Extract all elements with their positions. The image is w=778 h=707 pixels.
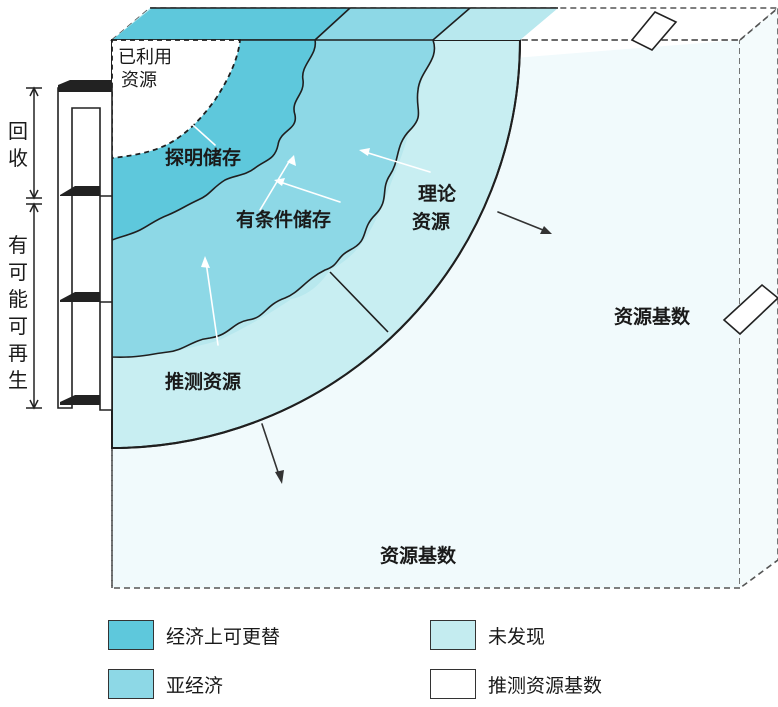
slot-right [722,283,778,336]
legend-label: 推测资源基数 [488,674,603,697]
renewable-char: 生 [8,368,28,392]
label-conditional: 有条件储存 [236,208,331,231]
legend-swatch [430,669,476,699]
recycle-pipes [57,80,113,411]
recycle-char: 收 [8,146,28,170]
resource-regions [111,7,558,450]
side-brackets [26,86,42,410]
renewable-char: 能 [8,287,28,311]
legend-swatch [108,620,154,650]
side-label-renewable: 有 可 能 可 再 生 [6,232,30,394]
legend-label: 未发现 [488,625,546,648]
label-base-right: 资源基数 [614,305,691,328]
legend-swatch [430,620,476,650]
renewable-char: 再 [8,341,28,365]
label-used-1: 已利用 [118,47,172,68]
slot-top [630,11,678,51]
label-theoretical-2: 资源 [412,210,450,233]
legend-item-economic: 经济上可更替 [108,617,280,653]
legend-item-speculative-base: 推测资源基数 [430,666,602,702]
region-used [111,39,241,160]
legend-item-undiscovered: 未发现 [430,617,545,653]
legend-label: 经济上可更替 [166,625,281,648]
legend-swatch [108,669,154,699]
legend-item-subeconomic: 亚经济 [108,666,223,702]
label-base-bottom: 资源基数 [380,544,457,567]
renewable-char: 有 [8,233,28,257]
arrows [160,95,552,484]
legend-label: 亚经济 [166,674,224,697]
recycle-char: 回 [8,119,28,143]
label-theoretical-1: 理论 [418,182,457,205]
label-speculative: 推测资源 [165,370,241,393]
renewable-char: 可 [8,260,28,284]
label-used-2: 资源 [121,70,157,91]
renewable-char: 可 [8,314,28,338]
label-explored: 探明储存 [165,146,241,169]
side-label-recycle: 回 收 [6,118,30,172]
